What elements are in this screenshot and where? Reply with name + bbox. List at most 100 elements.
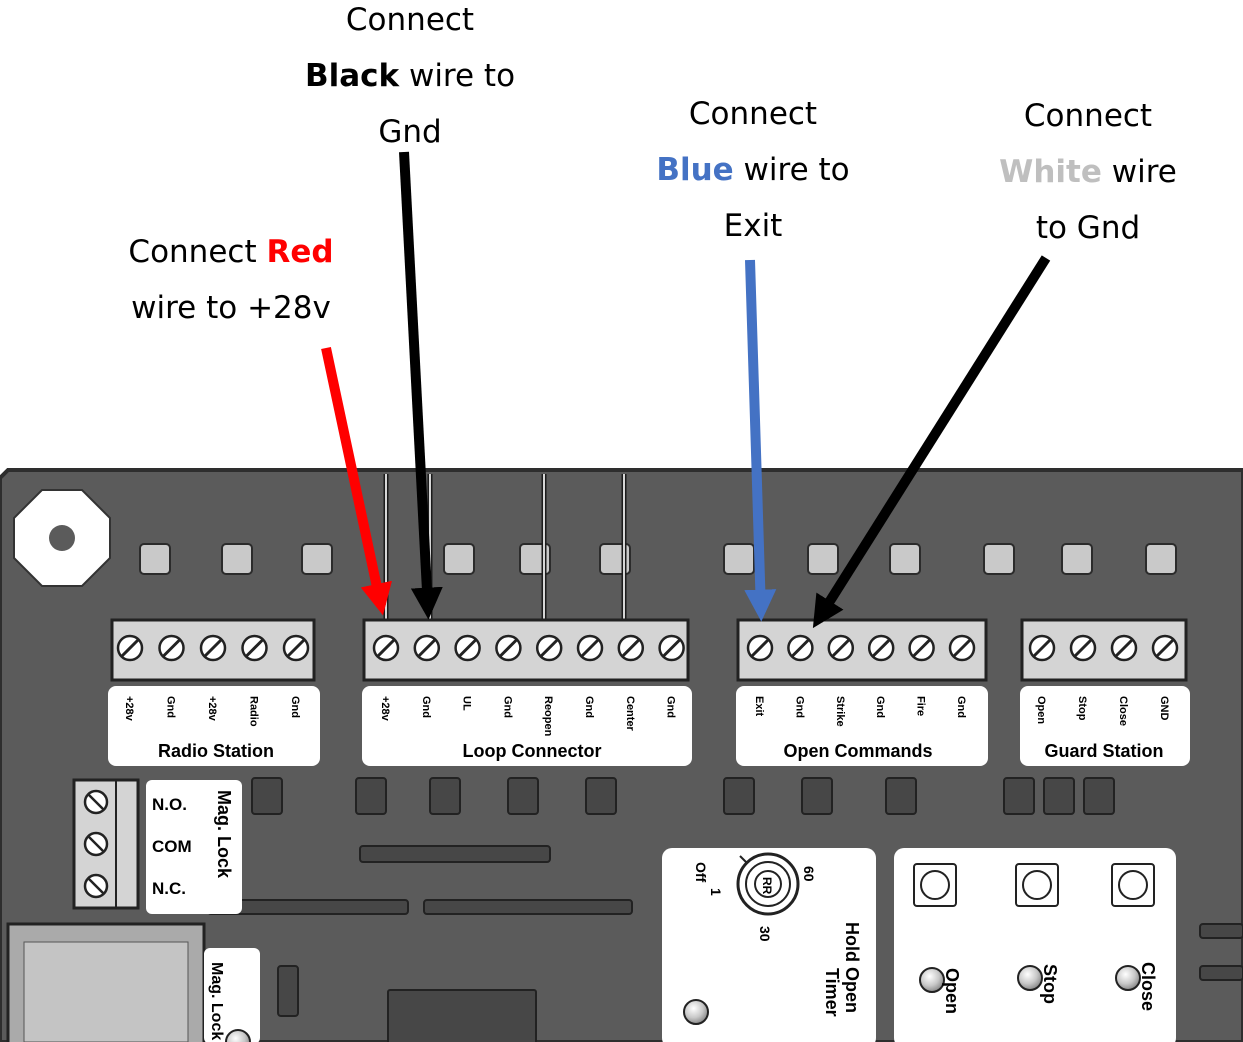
loop-connector-terminal-label: UL	[461, 696, 473, 711]
guard-station-terminal-label: Close	[1117, 696, 1129, 726]
callout-arrows	[321, 151, 1051, 629]
loop-connector-screw	[535, 634, 563, 662]
callout-white-line3: to Gnd	[1035, 210, 1141, 246]
maglock-screws	[83, 789, 109, 899]
callout-blue-color-word: Blue	[656, 152, 734, 188]
guard-station-terminal-label: Open	[1035, 696, 1047, 724]
loop-connector-terminal-label: +28v	[379, 696, 391, 722]
radio-station-screw	[282, 634, 310, 662]
loop-connector-screw	[454, 634, 481, 662]
open-commands-screw	[867, 634, 895, 662]
guard-station-title: Guard Station	[1044, 741, 1163, 761]
guard-station-screw	[1151, 634, 1179, 662]
callout-white-line2: White wire	[968, 144, 1208, 200]
maglock-title: Mag. Lock	[214, 790, 234, 879]
terminal-screws	[116, 634, 1179, 662]
callout-white-post: wire	[1101, 154, 1177, 190]
maglock-led-label: Mag. Lock	[208, 962, 225, 1040]
maglock-com-label: COM	[152, 837, 192, 856]
open-commands-terminal-label: Gnd	[955, 696, 967, 718]
red-wire-arrow	[321, 346, 392, 616]
callout-white: Connect White wire to Gnd	[968, 88, 1208, 256]
callout-black-post: wire to	[399, 58, 516, 94]
radio-station-terminal-label: Radio	[248, 696, 260, 727]
open-commands-terminal-label: Strike	[834, 696, 846, 727]
callout-blue-line1: Connect	[688, 96, 818, 132]
callout-white-line1: Connect	[1023, 98, 1153, 134]
loop-connector-screw	[372, 634, 400, 662]
mounting-hole-center	[49, 525, 75, 551]
timer-dial-sixty: 60	[801, 866, 817, 882]
button-panel	[894, 848, 1176, 1042]
callout-red-pre: Connect	[128, 234, 267, 270]
guard-station-terminal-label: GND	[1158, 696, 1170, 721]
maglock-no-label: N.O.	[152, 795, 187, 814]
black-wire-arrow-gnd	[399, 151, 443, 620]
button-label-stop: Stop	[1040, 964, 1060, 1004]
radio-station-screw	[116, 634, 144, 662]
loop-connector-terminal-label: Gnd	[583, 696, 595, 718]
loop-connector-title: Loop Connector	[463, 741, 602, 761]
maglock-nc-label: N.C.	[152, 879, 186, 898]
radio-station-screw	[199, 634, 227, 662]
callout-blue-post: wire to	[733, 152, 850, 188]
callout-blue: Connect Blue wire to Exit	[622, 86, 884, 254]
radio-station-terminal-label: +28v	[123, 696, 135, 722]
component-row	[139, 543, 1177, 575]
callout-red-line2: wire to +28v	[131, 290, 331, 326]
callout-blue-line3: Exit	[723, 208, 783, 244]
open-commands-screw	[908, 634, 935, 662]
open-commands-block	[736, 618, 988, 682]
timer-label-line2: Timer	[822, 968, 842, 1017]
loop-connector-terminal-label: Gnd	[501, 696, 513, 718]
guard-station-screw	[1069, 634, 1097, 662]
callout-white-color-word: White	[999, 154, 1102, 190]
callout-red: Connect Red wire to +28v	[96, 224, 366, 336]
loop-connector-screw	[617, 634, 645, 662]
open-commands-screw	[948, 634, 976, 662]
open-commands-terminal-label: Fire	[915, 696, 927, 716]
radio-station-screw	[241, 634, 268, 662]
pushbuttons	[913, 863, 1155, 907]
callout-black-color-word: Black	[304, 58, 400, 94]
callout-red-line1: Connect Red	[96, 224, 366, 280]
blue-wire-arrow	[744, 259, 777, 622]
timer-label-line1: Hold Open	[842, 922, 862, 1013]
guard-station-terminal-label: Stop	[1076, 696, 1088, 721]
button-leds	[919, 965, 1141, 993]
guard-station-screw	[1028, 634, 1056, 662]
open-commands-screw	[787, 634, 814, 662]
timer-dial-center: RR	[760, 877, 774, 895]
timer-dial-off: Off	[693, 862, 709, 883]
button-label-open: Open	[942, 968, 962, 1014]
timer-panel	[662, 848, 876, 1042]
callout-red-color-word: Red	[266, 234, 334, 270]
open-commands-terminal-label: Exit	[753, 696, 765, 717]
loop-connector-screw	[413, 634, 441, 662]
callout-black: Connect Black wire to Gnd	[280, 0, 540, 160]
radio-station-terminal-label: Gnd	[165, 696, 177, 718]
loop-connector-terminal-label: Gnd	[420, 696, 432, 718]
callout-blue-line2: Blue wire to	[622, 142, 884, 198]
open-commands-screw	[746, 634, 774, 662]
timer-dial-thirty: 30	[757, 926, 773, 942]
loop-connector-screw	[658, 634, 685, 662]
loop-connector-screw	[495, 634, 522, 662]
loop-connector-terminal-label: Gnd	[665, 696, 677, 718]
radio-station-terminal-label: Gnd	[289, 696, 301, 718]
loop-connector-terminal-label: Reopen	[542, 696, 554, 737]
loop-connector-terminal-label: Center	[624, 696, 636, 732]
open-commands-terminal-label: Gnd	[793, 696, 805, 718]
button-label-close: Close	[1138, 962, 1158, 1011]
terminal-housings	[108, 618, 1190, 766]
radio-station-screw	[158, 634, 185, 662]
open-commands-terminal-label: Gnd	[874, 696, 886, 718]
maglock-led	[225, 1029, 251, 1042]
callout-black-line1: Connect	[345, 2, 475, 38]
timer-dial	[736, 852, 800, 916]
open-commands-title: Open Commands	[783, 741, 932, 761]
